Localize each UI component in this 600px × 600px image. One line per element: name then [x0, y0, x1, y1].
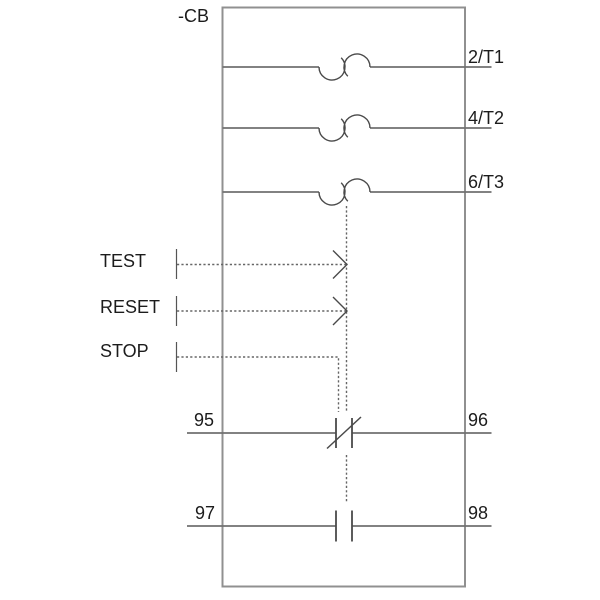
terminal-label-2t1: 2/T1: [468, 47, 504, 67]
stop-control: STOP: [100, 341, 340, 412]
test-arrowhead: [332, 250, 348, 279]
reset-control: RESET: [100, 296, 348, 326]
terminal-label-6t3: 6/T3: [468, 172, 504, 192]
reset-arrowhead: [332, 296, 348, 326]
no-contact-bars: [335, 510, 353, 542]
test-control: TEST: [100, 249, 348, 279]
terminal-label-97: 97: [195, 503, 215, 523]
test-label: TEST: [100, 251, 146, 271]
terminal-label-4t2: 4/T2: [468, 108, 504, 128]
reset-label: RESET: [100, 297, 160, 317]
pole-2: 4/T2: [222, 108, 504, 142]
nc-contact-bars: [335, 418, 353, 448]
no-contact-97-98: 97 98: [187, 503, 492, 542]
device-label: -CB: [178, 6, 209, 26]
terminal-label-95: 95: [194, 410, 214, 430]
thermal-element-2: [318, 114, 371, 142]
terminal-label-98: 98: [468, 503, 488, 523]
pole-1: 2/T1: [222, 47, 504, 81]
nc-contact-95-96: 95 96: [187, 410, 492, 450]
thermal-element-1: [318, 53, 371, 81]
nc-contact-slash: [326, 416, 362, 450]
pole-3: 6/T3: [222, 172, 504, 206]
thermal-element-3: [318, 178, 371, 206]
stop-label: STOP: [100, 341, 149, 361]
device-outline: [221, 6, 466, 588]
stop-dashed-line: [177, 356, 340, 412]
terminal-label-96: 96: [468, 410, 488, 430]
